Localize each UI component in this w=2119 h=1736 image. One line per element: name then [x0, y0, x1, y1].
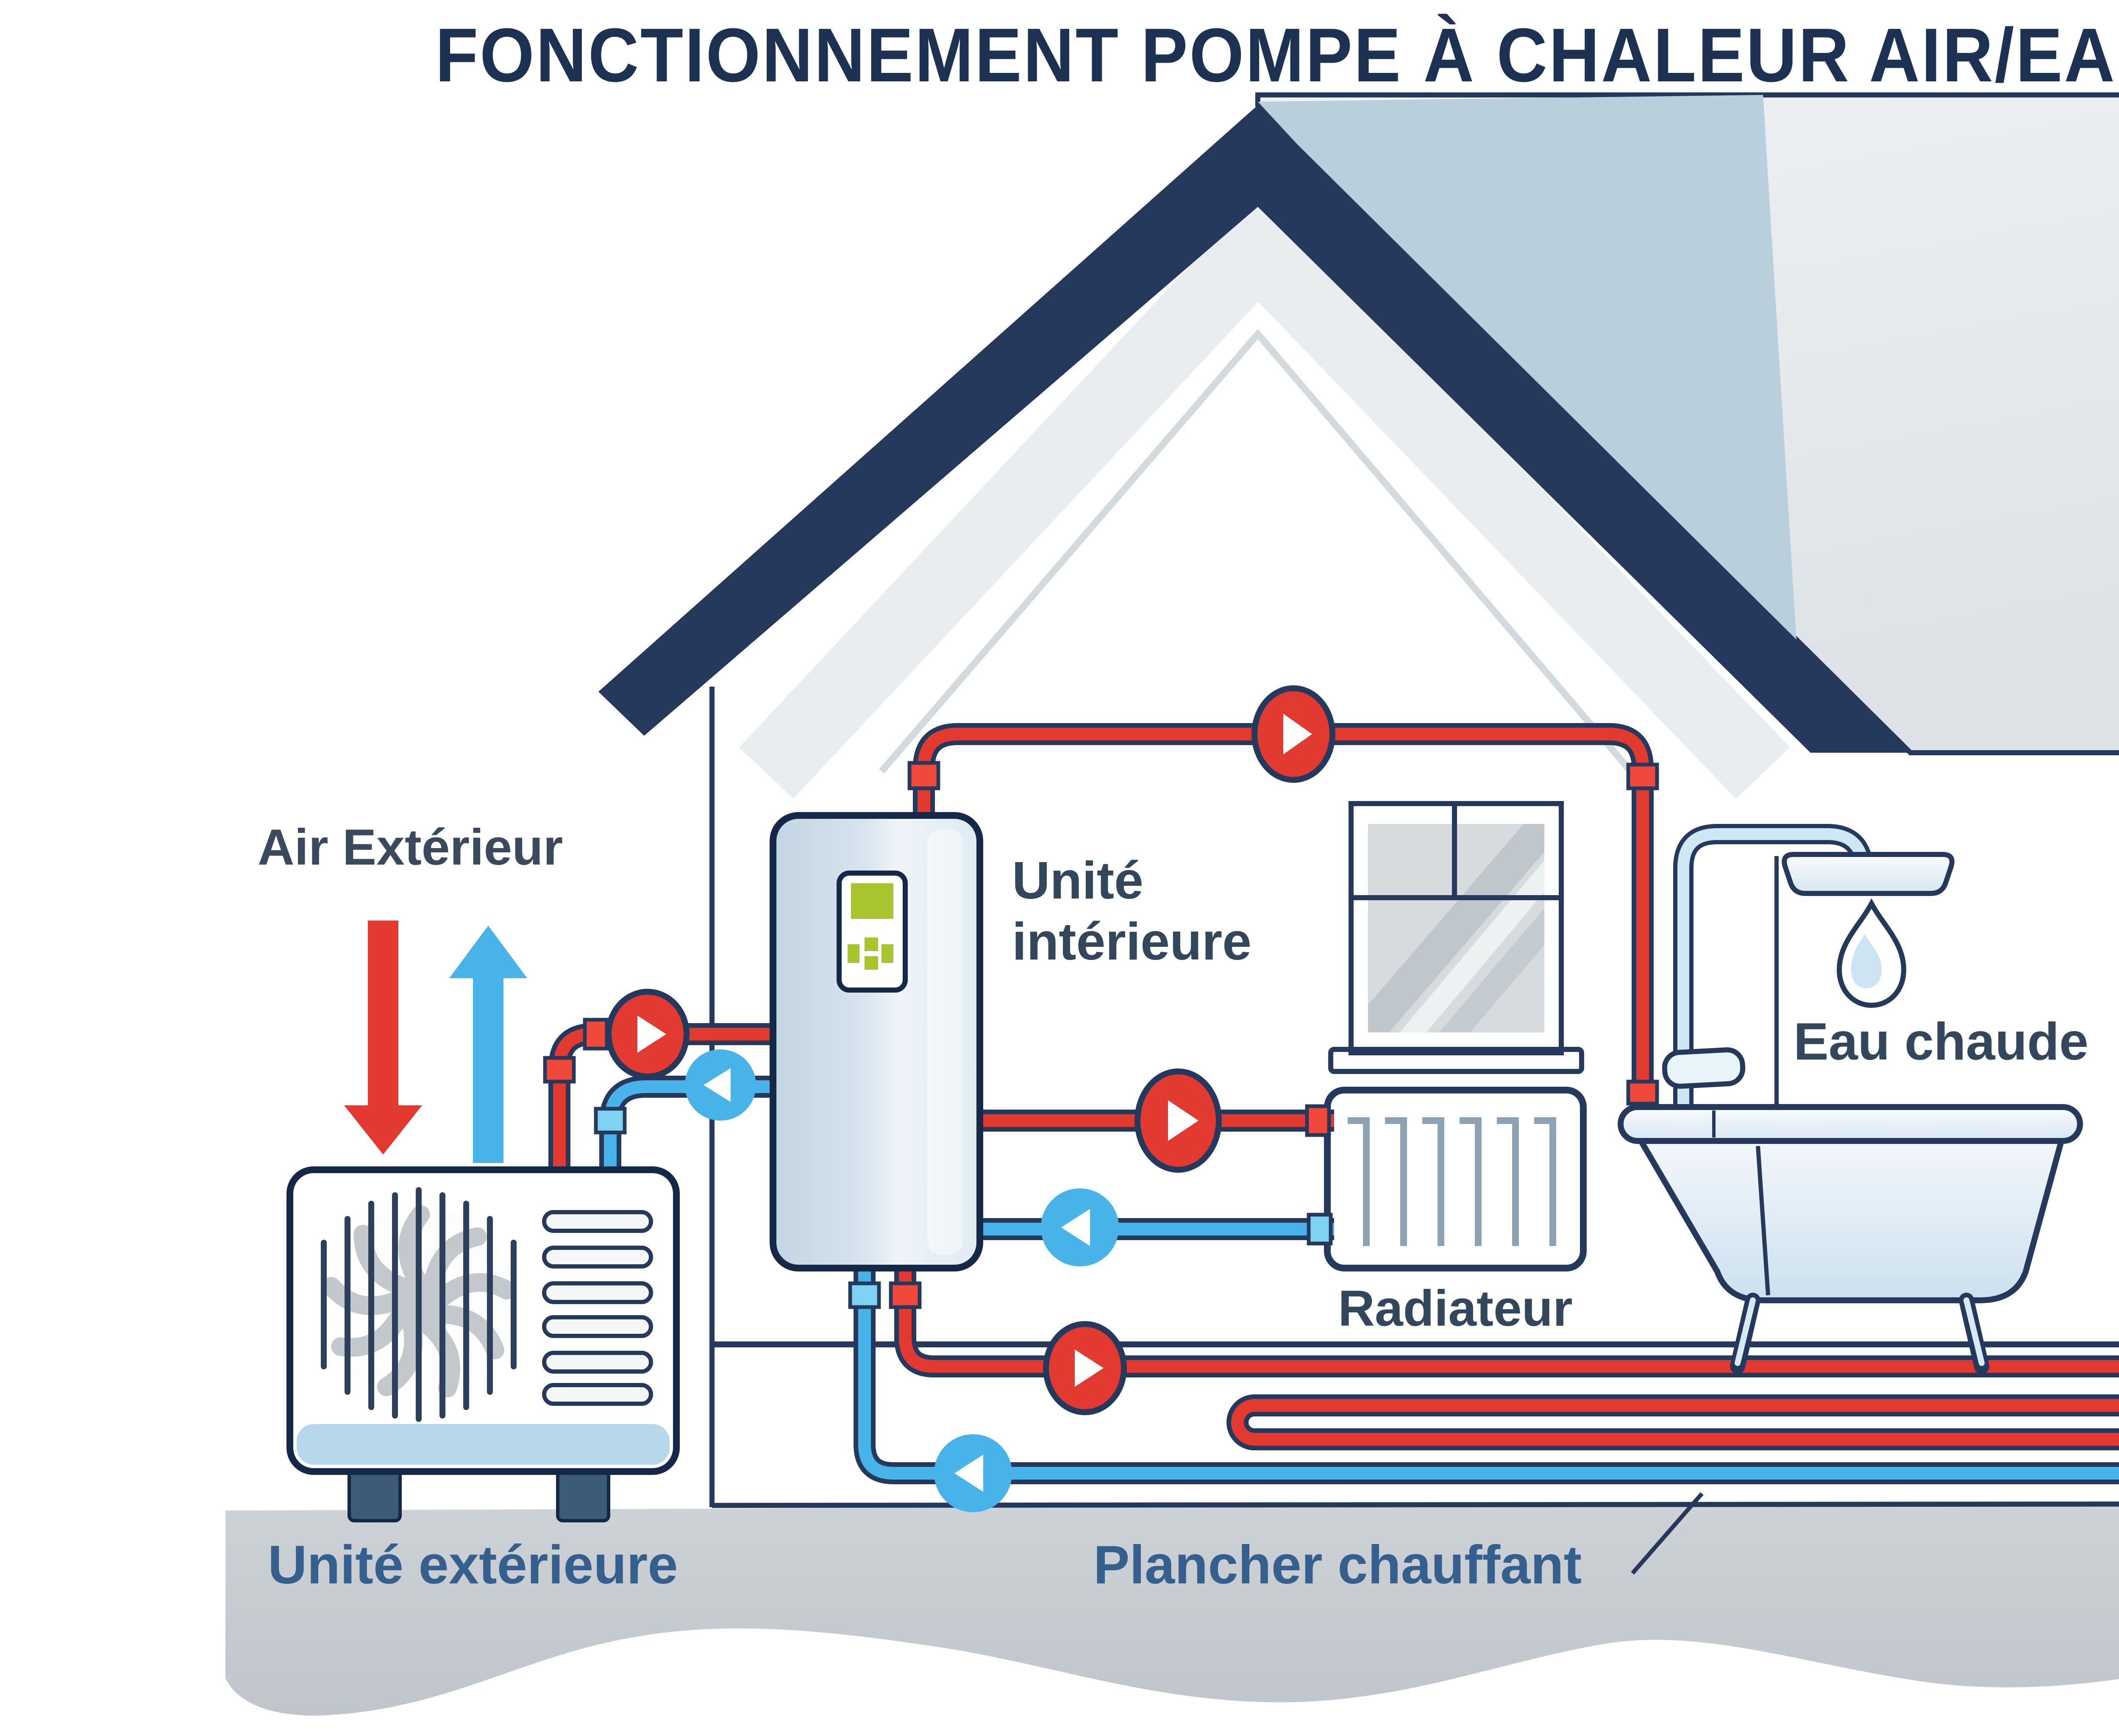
pump-icon-floor-return [934, 1434, 1012, 1512]
window-sill [1328, 1047, 1584, 1074]
pipe-coupling [907, 761, 940, 790]
air-out-arrow-icon [449, 926, 527, 1163]
air-flow-arrows [344, 921, 527, 1163]
indoor-unit [770, 812, 983, 1271]
floor-heating-pointer [1631, 1492, 1704, 1575]
pipe-coupling [1305, 1104, 1331, 1137]
pipe-coupling [594, 1107, 627, 1135]
air-in-arrow-icon [344, 921, 422, 1155]
label-hot-water: Eau chaude [1794, 1012, 2088, 1071]
pipe-coupling [543, 1056, 576, 1084]
pump-icon-floor-supply [1043, 1321, 1127, 1415]
tub-seam [1756, 1146, 1770, 1296]
roof [598, 92, 2119, 799]
pump-icon-hot-water [1251, 685, 1335, 783]
gable-inner-line [879, 328, 1634, 774]
floor-pipe-cold [858, 1260, 2119, 1480]
pump-icon-source-return [685, 1049, 756, 1121]
water-drop-icon [1836, 898, 1907, 1008]
unit-highlight [927, 829, 963, 1255]
pipe-coupling [848, 1281, 881, 1309]
floor-heating-circuit [848, 1260, 2119, 1512]
tub-legs [1730, 1293, 1989, 1374]
outdoor-link-pipes [543, 989, 783, 1187]
shower-column [1677, 828, 1867, 1110]
pipe-coupling [1626, 1079, 1659, 1106]
window-glass [1368, 824, 1544, 1032]
pipe-coupling [1626, 762, 1659, 790]
control-display [837, 871, 908, 993]
label-radiator: Radiateur [1338, 1282, 1573, 1338]
vent-slats [542, 1210, 653, 1406]
tub-body [1635, 1138, 2066, 1303]
pipe-coupling [889, 1281, 922, 1309]
window [1328, 801, 1584, 1074]
fan-grill [321, 1187, 517, 1422]
ground-top-line [712, 1501, 2119, 1508]
label-floor-heating: Plancher chauffant [1093, 1534, 1582, 1595]
floor-pipe-hot [899, 1260, 2119, 1446]
radiator-fins [1348, 1117, 1556, 1246]
pipe-coupling [1307, 1213, 1333, 1246]
roof-chevron [598, 105, 1910, 753]
pump-icon-radiator-supply [1135, 1068, 1222, 1173]
bathroom [1618, 824, 2083, 1374]
gable-shading [739, 193, 1790, 799]
label-indoor-unit: Unité intérieure [1012, 851, 1252, 971]
pump-icon-source-supply [606, 989, 690, 1079]
hot-water-supply-pipe [907, 685, 1659, 1109]
radiator [1324, 1087, 1587, 1271]
radiator-loop [980, 1068, 1334, 1266]
shower-head-icon [1782, 852, 1955, 896]
pump-icon-radiator-return [1041, 1188, 1119, 1266]
outdoor-unit [286, 1166, 680, 1522]
diagram-title: FONCTIONNEMENT POMPE À CHALEUR AIR/EAU [435, 12, 2119, 98]
label-outside-air: Air Extérieur [258, 821, 563, 876]
tub-rim [1618, 1104, 2083, 1144]
pipe-coupling [583, 1018, 609, 1051]
unit-base-band [297, 1424, 670, 1465]
label-outdoor-unit: Unité extérieure [268, 1534, 678, 1595]
mixer-handle [1662, 1047, 1746, 1089]
